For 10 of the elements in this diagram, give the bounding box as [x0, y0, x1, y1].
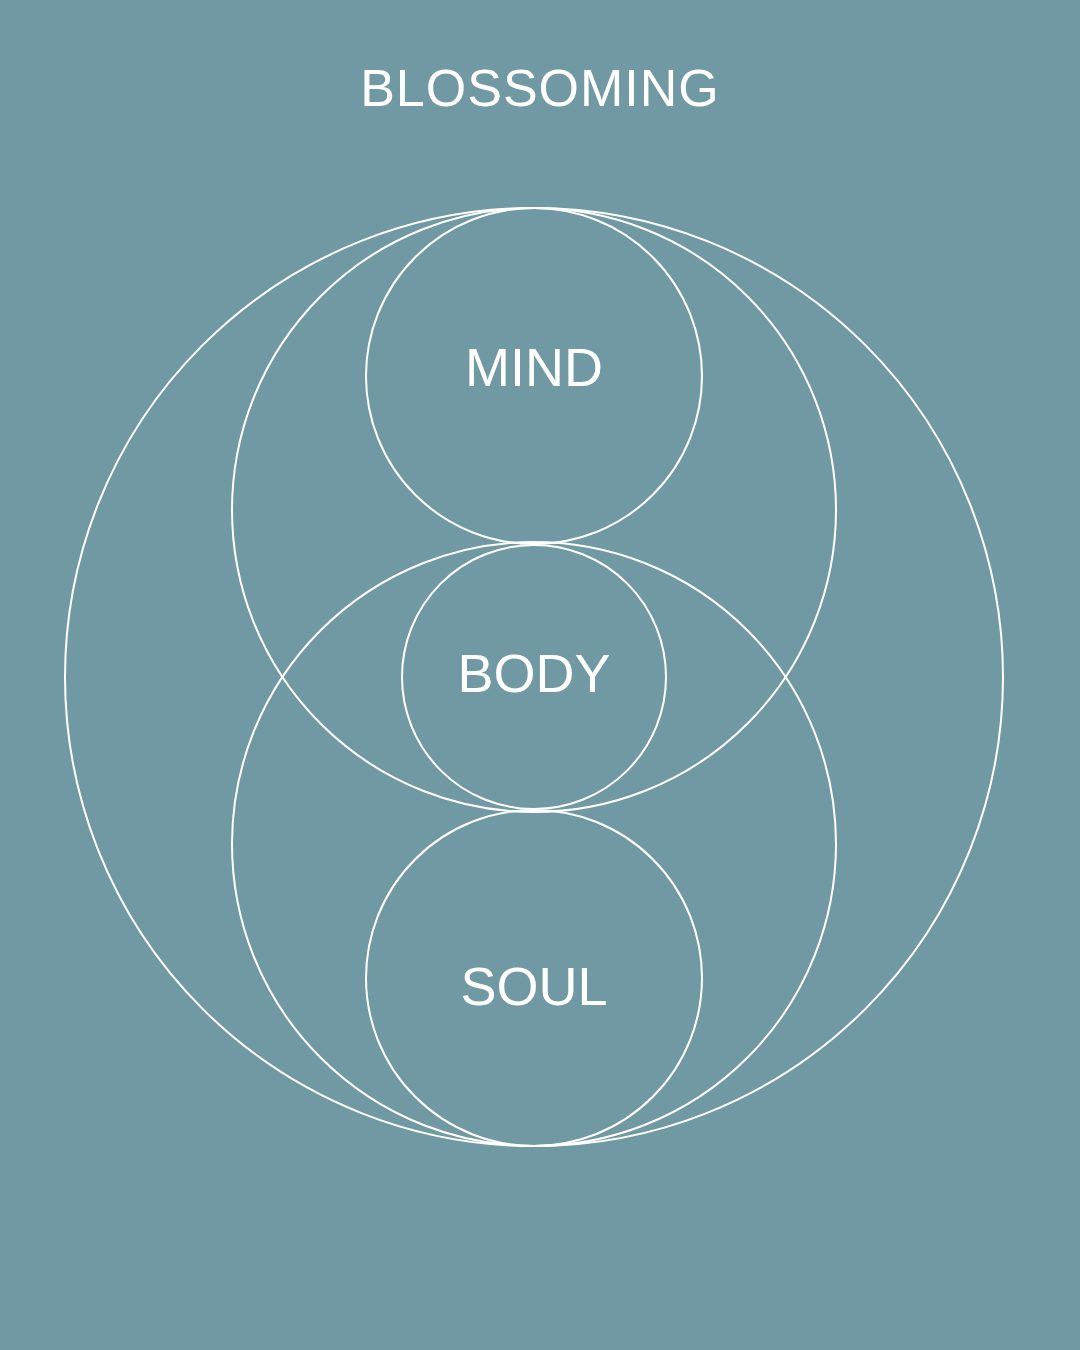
title: BLOSSOMING [360, 62, 720, 114]
circle-label: SOUL [460, 959, 608, 1013]
large-circle [64, 207, 1004, 1147]
circle [365, 809, 703, 1147]
circle-label: BODY [457, 646, 611, 700]
lower-circle [231, 541, 837, 1147]
circle [401, 544, 667, 810]
circle-label: MIND [465, 340, 603, 394]
circle [365, 207, 703, 545]
upper-circle [231, 207, 837, 813]
